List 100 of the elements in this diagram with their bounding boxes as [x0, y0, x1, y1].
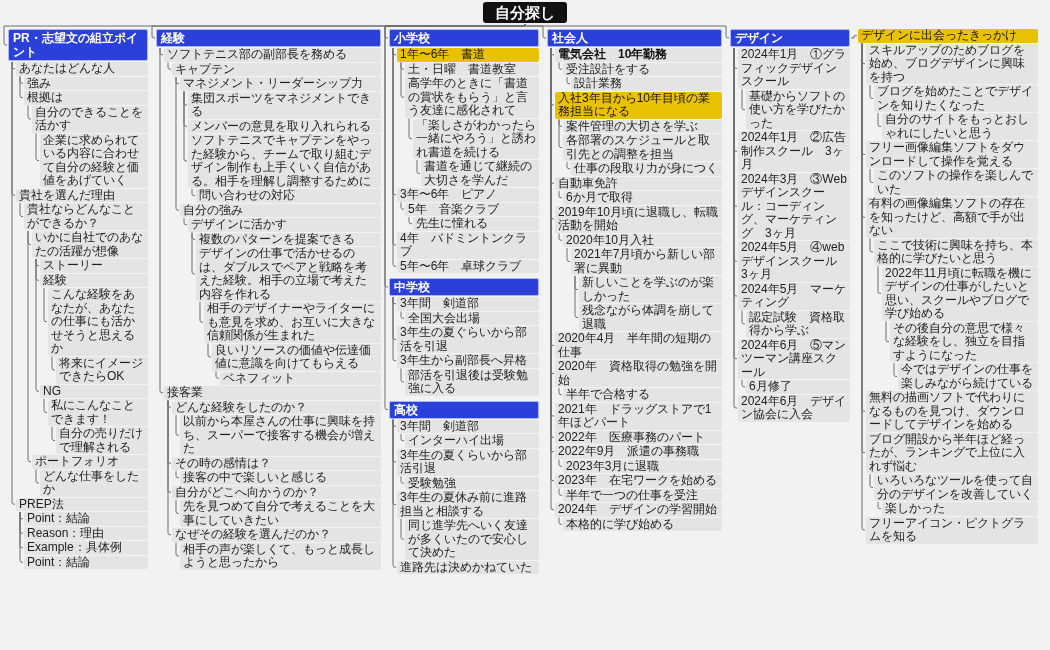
connector-line	[35, 133, 40, 161]
subtopic: 3年生の夏ぐらいから部活を引退	[397, 326, 539, 353]
subtopic: 2021年 ドラッグストアで1年ほどパート	[555, 402, 722, 430]
subtopic: 6月修了	[746, 380, 850, 394]
subtopic: 楽しかった	[882, 502, 1038, 516]
subtopic: 残念ながら体調を崩して退職	[579, 304, 722, 331]
connector-line	[215, 371, 220, 379]
subtopic: デザインの仕事で活かせるのは、ダブルスでペアと戦略を考えた経験。相手の立場で考えた内容を作れる	[196, 247, 381, 301]
subtopic: NG	[40, 384, 148, 398]
subtopic: どんな経験をしたのか？	[172, 400, 381, 414]
connector-line	[19, 511, 24, 563]
connector-line	[175, 499, 180, 514]
connector-line	[885, 321, 890, 343]
subtopic: 貴社を選んだ理由	[16, 188, 148, 202]
subtopic: 相手の声が楽しくて、もっと成長しようと思ったから	[180, 542, 381, 570]
subtopic: 2022年11月頃に転職を機にデザインの仕事がしたいと思い、スクールやブログで学び始める	[882, 266, 1038, 321]
subtopic: 2019年10月頃に退職し、転職活動を開始	[555, 205, 722, 233]
subtopic: 書道を通じて継続の大切さを学んだ	[421, 160, 539, 187]
subtopic: 本格的に学び始める	[563, 517, 722, 531]
subtopic: デザインに活かす	[188, 218, 381, 232]
subtopic: いろいろなツールを使って自分のデザインを改善していく	[874, 474, 1038, 501]
connector-line	[19, 202, 24, 217]
main-topic: 高校	[389, 400, 539, 419]
main-topic: 小学校	[389, 29, 539, 47]
subtopic: インターハイ出場	[405, 434, 539, 448]
subtopic: 以前から本屋さんの仕事に興味を持ち、スーパーで接客する機会が増えた	[180, 415, 381, 456]
subtopic: どんな仕事をしたか	[40, 469, 148, 497]
main-topic: 経験	[156, 29, 381, 47]
subtopic: 2023年 在宅ワークを始める	[555, 474, 722, 488]
connector-line	[416, 159, 421, 174]
subtopic: 貴社ならどんなことができるか？	[24, 203, 148, 230]
subtopic: 自動車免許	[555, 176, 722, 190]
subtopic: 自分がどこへ向かうのか？	[172, 485, 381, 499]
connector-line	[877, 501, 882, 510]
subtopic: 自分の強み	[180, 203, 381, 217]
subtopic: 進路先は決めかねていた	[397, 560, 539, 574]
connector-line	[400, 311, 405, 319]
connector-line	[11, 61, 16, 505]
subtopic: 新しいことを学ぶのが楽しかった	[579, 276, 722, 303]
subtopic: 先を見つめて自分で考えることを大事にしていきたい	[180, 500, 381, 527]
connector-line	[392, 296, 397, 362]
subtopic: 接客の中で楽しいと感じる	[180, 471, 381, 485]
subtopic: 半年で一つの仕事を受注	[563, 488, 722, 502]
main-topic: デザイン	[730, 29, 850, 47]
subtopic: 受注設計をする	[563, 62, 722, 76]
subtopic: 高学年のときに「書道の賞状をもらう」と言う友達に感化されて	[405, 77, 539, 118]
connector-line	[191, 232, 196, 275]
connector-line	[869, 473, 874, 488]
subtopic: スキルアップのためブログを始め、ブログデザインに興味を持つ	[866, 43, 1038, 84]
connector-line	[741, 89, 746, 111]
subtopic: マネジメント・リーダーシップ力	[180, 77, 381, 91]
subtopic: PREP法	[16, 497, 148, 511]
highlighted-topic: 1年〜6年 書道	[397, 48, 539, 62]
subtopic: 2024年3月 ③Webデザインスクール：コーディング、マーケティング 3ヶ月	[738, 172, 850, 240]
subtopic: 問い合わせの対応	[196, 189, 381, 203]
connector-line	[558, 119, 563, 148]
connector-line	[392, 419, 397, 568]
subtopic: 全国大会出場	[405, 311, 539, 325]
subtopic: 先生に憧れる	[413, 217, 539, 231]
highlighted-topic: デザインに出会ったきっかけ	[858, 29, 1038, 43]
connector-line	[43, 287, 48, 323]
connector-line	[400, 202, 405, 210]
connector-line	[199, 301, 204, 323]
subtopic: 2023年3月に退職	[563, 459, 722, 473]
connector-line	[558, 190, 563, 199]
connector-line	[861, 43, 866, 531]
subtopic: 部活を引退後は受験勉強に入る	[405, 368, 539, 396]
subtopic: 2020年4月 半年間の短期の仕事	[555, 332, 722, 359]
subtopic: ソフトテニス部の副部長を務める	[164, 48, 381, 62]
subtopic: フリー画像編集ソフトをダウンロードして操作を覚える	[866, 141, 1038, 168]
subtopic: 3年生の夏休み前に進路担当と相談する	[397, 491, 539, 518]
subtopic: 接客業	[164, 386, 381, 400]
connector-line	[27, 230, 32, 463]
subtopic: 2024年5月 ④webデザインスクール 3ヶ月	[738, 241, 850, 282]
subtopic: 3年生から副部長へ昇格	[397, 354, 539, 368]
connector-line	[167, 400, 172, 536]
connector-line	[741, 379, 746, 388]
subtopic: 無料の描画ソフトで代わりになるものを見つけ、ダウンロードしてデザインを始める	[866, 391, 1038, 432]
subtopic: 5年〜6年 卓球クラブ	[397, 259, 539, 273]
connector-line	[175, 76, 180, 211]
connector-line	[558, 459, 563, 467]
subtopic: 2020年 資格取得の勉強を開始	[555, 360, 722, 387]
subtopic: ストーリー	[40, 259, 148, 273]
connector-line	[159, 47, 164, 394]
subtopic: 経験	[40, 273, 148, 287]
subtopic: 各部署のスケジュールと取引先との調整を担当	[563, 134, 722, 161]
subtopic: ブログを始めたことでデザインを知りたくなった	[874, 85, 1038, 112]
connector-line	[558, 62, 563, 70]
subtopic: 3年生の夏くらいから部活引退	[397, 448, 539, 476]
subtopic: 2022年9月 派遣の事務職	[555, 445, 722, 459]
subtopic: その時の感情は？	[172, 456, 381, 470]
subtopic: 案件管理の大切さを学ぶ	[563, 119, 722, 133]
connector-line	[175, 414, 180, 436]
subtopic: Example：具体例	[24, 541, 148, 555]
connector-line	[574, 275, 579, 318]
subtopic: 「楽しさがわかったら一緒にやろう」と誘われ書道を続ける	[413, 118, 539, 159]
subtopic: ポートフォリオ	[32, 455, 148, 469]
connector-line	[400, 518, 405, 540]
connector-line	[558, 488, 563, 496]
highlighted-topic: 入社3年目から10年目頃の業務担当になる	[555, 91, 722, 119]
